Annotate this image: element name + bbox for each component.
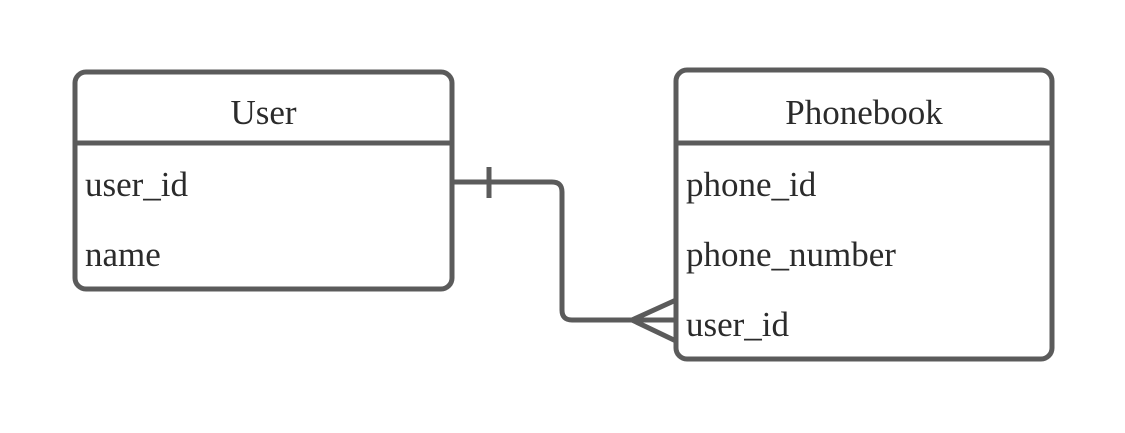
relationship-user-has-phonebook[interactable] xyxy=(452,167,678,344)
relationship-connector-line xyxy=(452,179,676,323)
entity-phonebook-attribute-phone_id: phone_id xyxy=(686,165,817,204)
entity-user-title: User xyxy=(230,93,296,132)
entity-phonebook-attribute-user_id: user_id xyxy=(686,305,790,344)
entity-phonebook[interactable]: Phonebook phone_id phone_number user_id xyxy=(673,67,1055,362)
entity-phonebook-attribute-phone_number: phone_number xyxy=(686,235,896,274)
entity-user-box xyxy=(72,69,455,292)
entity-user-attribute-user_id: user_id xyxy=(85,165,189,204)
entity-user-attribute-name: name xyxy=(85,235,161,274)
entity-user[interactable]: User user_id name xyxy=(72,69,455,292)
cardinality-many-crowsfoot-icon xyxy=(626,297,678,344)
entity-phonebook-title: Phonebook xyxy=(785,93,943,132)
